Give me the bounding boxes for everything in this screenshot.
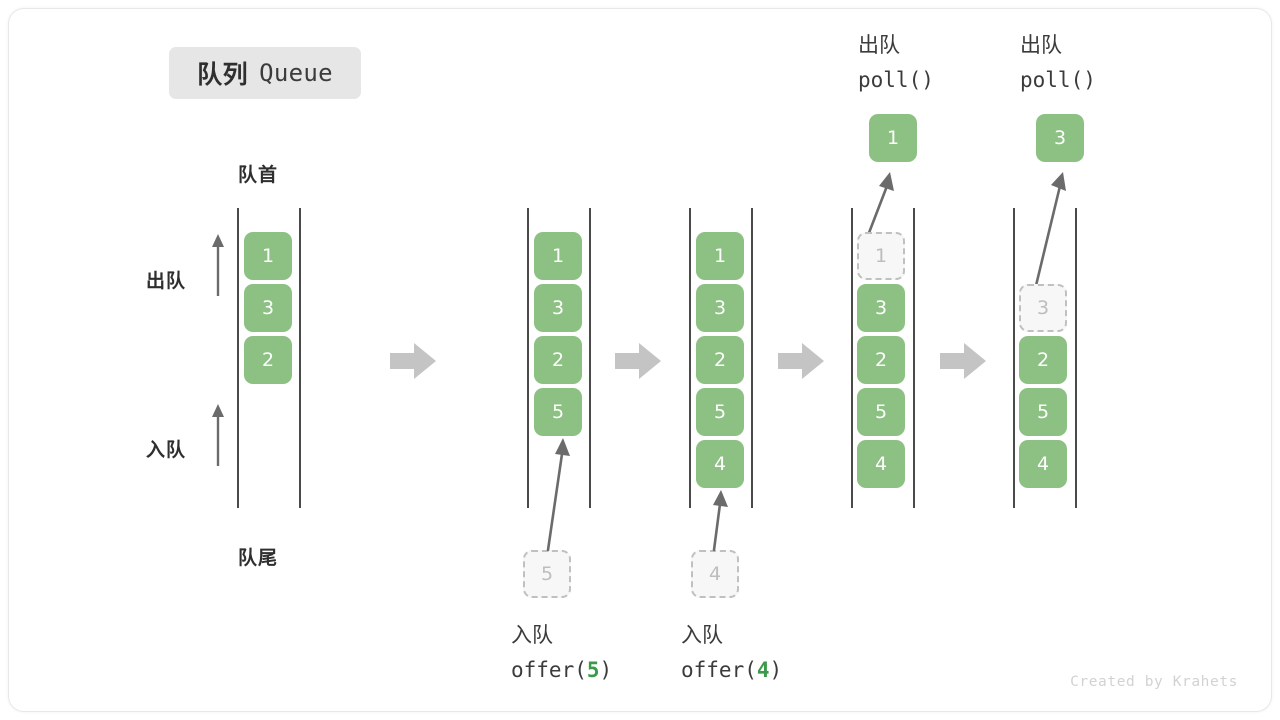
flow-arrow-icon (778, 340, 824, 382)
stage-5-rail-left (1013, 208, 1015, 508)
queue-cell: 5 (857, 388, 905, 436)
queue-cell: 4 (1019, 440, 1067, 488)
dequeue-op-arrow-icon (1010, 160, 1080, 300)
queue-cell: 3 (857, 284, 905, 332)
dequeue-direction-label: 出队 (146, 270, 187, 292)
stage-4-operation-code: poll() (858, 68, 934, 92)
stage-2-operation-label: 入队 offer(5) (511, 618, 612, 688)
queue-cell-removed: 3 (1019, 284, 1067, 332)
queue-cell: 2 (534, 336, 582, 384)
stage-3-operation-label: 入队 offer(4) (681, 618, 782, 688)
queue-cell: 4 (857, 440, 905, 488)
stage-1-rail-right (299, 208, 301, 508)
flow-arrow-icon (940, 340, 986, 382)
queue-cell: 2 (696, 336, 744, 384)
stage-2-rail-right (589, 208, 591, 508)
dequeue-op-arrow-icon (845, 160, 905, 240)
queue-rear-label: 队尾 (238, 547, 279, 569)
stage-1-rail-left (237, 208, 239, 508)
queue-cell: 3 (696, 284, 744, 332)
stage-3-operation-code: offer(4) (681, 658, 783, 682)
title-english: Queue (259, 59, 333, 87)
stage-3-rail-right (751, 208, 753, 508)
queue-cell: 5 (1019, 388, 1067, 436)
stage-3-operation-cn: 入队 (681, 623, 723, 647)
enqueue-direction-label: 入队 (146, 439, 187, 461)
queue-cell: 2 (244, 336, 292, 384)
enqueue-direction-arrow-icon (207, 402, 229, 466)
stage-2-operation-code: offer(5) (511, 658, 613, 682)
credit-watermark: Created by Krahets (1070, 674, 1238, 690)
enqueue-op-arrow-icon (700, 482, 740, 552)
queue-cell: 3 (244, 284, 292, 332)
queue-cell: 1 (244, 232, 292, 280)
queue-cell-new: 5 (534, 388, 582, 436)
title-chinese: 队列 (197, 60, 249, 89)
stage-2-operation-cn: 入队 (511, 623, 553, 647)
enqueue-op-arrow-icon (530, 430, 580, 552)
stage-5-rail-right (1075, 208, 1077, 508)
queue-cell-new: 4 (696, 440, 744, 488)
incoming-element-ghost: 4 (691, 550, 739, 598)
queue-cell: 3 (534, 284, 582, 332)
queue-cell: 2 (1019, 336, 1067, 384)
queue-cell: 1 (696, 232, 744, 280)
stage-4-operation-cn: 出队 (858, 33, 900, 57)
dequeue-direction-arrow-icon (207, 232, 229, 296)
stage-4-rail-right (913, 208, 915, 508)
stage-3-rail-left (689, 208, 691, 508)
queue-cell: 5 (696, 388, 744, 436)
queue-cell-removed: 1 (857, 232, 905, 280)
queue-front-label: 队首 (238, 164, 279, 186)
stage-4-rail-left (851, 208, 853, 508)
dequeued-element: 3 (1036, 114, 1084, 162)
flow-arrow-icon (390, 340, 436, 382)
stage-5-operation-label: 出队 poll() (1020, 28, 1096, 98)
flow-arrow-icon (615, 340, 661, 382)
incoming-element-ghost: 5 (523, 550, 571, 598)
stage-4-operation-label: 出队 poll() (858, 28, 934, 98)
queue-cell: 1 (534, 232, 582, 280)
stage-5-operation-cn: 出队 (1020, 33, 1062, 57)
stage-5-operation-code: poll() (1020, 68, 1096, 92)
dequeued-element: 1 (869, 114, 917, 162)
stage-2-rail-left (527, 208, 529, 508)
queue-cell: 2 (857, 336, 905, 384)
diagram-title-badge: 队列 Queue (169, 47, 361, 99)
